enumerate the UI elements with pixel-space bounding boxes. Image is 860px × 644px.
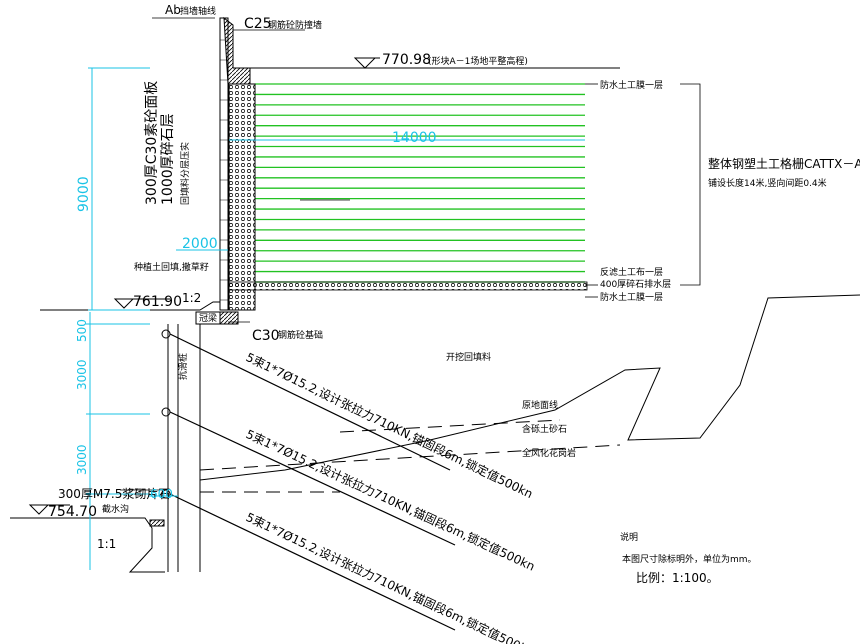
geogrid-note-2: 铺设长度14米,竖向间距0.4米: [708, 177, 827, 189]
note-title: 说明: [620, 531, 638, 543]
anchor-line-2: [169, 411, 456, 546]
note-line-1: 本图尺寸除标明外，单位为mm。: [622, 553, 757, 565]
gravel-note-label: 回填料分层压实: [179, 142, 191, 205]
elevation-markers: [28, 57, 380, 515]
grid-length: 14000: [392, 130, 437, 146]
note-line-2: 比例：1:100。: [636, 571, 719, 585]
elev-top-note: (形块A－1场地平整高程): [428, 55, 528, 67]
geogrid-note-1: 整体钢塑土工格栅CATTX－A型: [708, 156, 860, 171]
ab-label: Ab: [165, 3, 181, 17]
gravel-column: [228, 83, 256, 311]
cap-beam: [195, 311, 221, 325]
ab-note: 挡墙轴线: [180, 5, 216, 17]
drain-hatch: [149, 519, 165, 527]
ground-line-label: 原地面线: [522, 399, 558, 411]
anchor-head-2: [161, 407, 171, 417]
elev-marker-top: [353, 57, 377, 69]
gravel-soil-label: 含砾土砂石: [522, 423, 567, 435]
retaining-wall: [211, 16, 588, 325]
c25-label: C25: [244, 16, 272, 32]
drain-layer-400: [228, 281, 588, 291]
gravel-1000-label: 1000厚碎石层: [160, 113, 176, 205]
geotextile-label: 反滤土工布一层: [600, 266, 663, 278]
anti-slide-pile: [149, 311, 221, 572]
cap-beam-label: 冠梁: [199, 312, 217, 324]
waterproof-top: 防水土工膜一层: [600, 79, 663, 91]
excavation-label: 开挖回填料: [446, 351, 491, 363]
dim-500: 500: [75, 319, 89, 342]
anchor-head-1: [161, 329, 171, 339]
c30-found-note: 钢筋砼基础: [278, 329, 323, 341]
original-ground-line: [199, 294, 860, 481]
pile-label: 抗滑桩: [177, 353, 189, 380]
elev-marker-low: [28, 504, 50, 515]
anchors: [169, 333, 456, 631]
drain-label: 截水沟: [102, 503, 129, 515]
elev-low-value: 754.70: [48, 504, 97, 520]
layer-boundary-1: [339, 419, 561, 433]
labels: Ab 挡墙轴线 C25 钢筋砼防撞墙 770.98 (形块A－1场地平整高程) …: [48, 3, 860, 644]
elev-mid-value: 761.90: [133, 294, 182, 310]
lower-step: [10, 517, 165, 573]
c25-note: 钢筋砼防撞墙: [268, 19, 322, 31]
waterproof-bottom: 防水土工膜一层: [600, 291, 663, 303]
m75-label: 300厚M7.5浆砌片石: [58, 486, 170, 501]
dim-3000-b: 3000: [75, 444, 89, 475]
slope-1-2: 1:2: [182, 291, 201, 305]
anchor-line-3: [169, 493, 456, 631]
dim-600: 600: [150, 487, 173, 501]
leader-lines: [120, 17, 701, 491]
gravel-400-label: 400厚碎石排水层: [600, 278, 671, 290]
wall-brick-pattern: [220, 39, 228, 301]
dim-3000-a: 3000: [75, 359, 89, 390]
layer-boundary-2: [199, 444, 621, 471]
wall-c30-label: 300厚C30素砼面板: [144, 81, 160, 205]
dim-9000: 9000: [76, 176, 92, 212]
weathered-label: 全风化花岗岩: [522, 447, 576, 459]
elev-marker-mid: [113, 298, 135, 309]
anchor-label-3: 5束1*7Ø15.2,设计张拉力710KN,锚固段6m,锁定值500kn: [244, 509, 537, 644]
elev-top-value: 770.98: [382, 52, 431, 68]
anchor-line-1: [169, 333, 451, 471]
dimension-lines: [86, 67, 585, 570]
slope-1-1: 1:1: [97, 537, 116, 551]
c30-found-label: C30: [252, 328, 280, 344]
backfill-note: 种植土回填,撒草籽: [134, 261, 209, 273]
dim-2000: 2000: [182, 236, 218, 252]
geogrid-layers: [255, 83, 585, 283]
